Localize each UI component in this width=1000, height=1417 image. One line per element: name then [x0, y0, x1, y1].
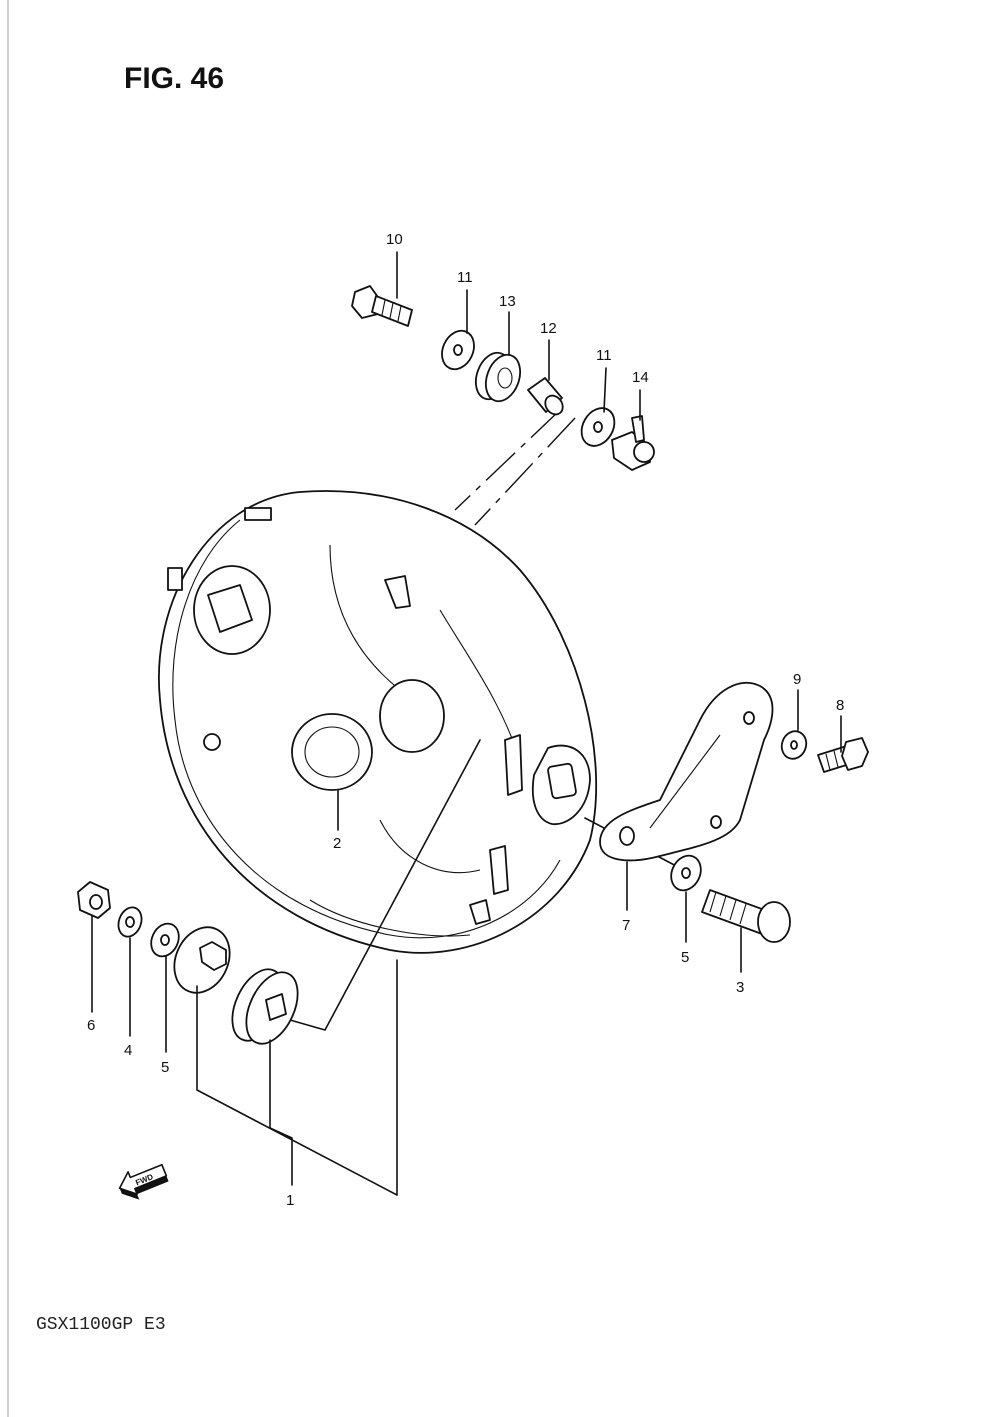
clip-nut-14	[611, 415, 655, 471]
headlight-housing	[158, 490, 598, 954]
callout-8: 8	[836, 697, 844, 714]
bolt-3	[701, 889, 791, 943]
nut-6	[77, 881, 111, 919]
lock-washer-4	[117, 906, 143, 938]
callout-1: 1	[286, 1192, 294, 1209]
washer-5-left	[150, 922, 180, 958]
washer-5-right	[670, 854, 702, 892]
figure-title: FIG. 46	[124, 62, 225, 95]
callout-6: 6	[87, 1017, 95, 1034]
grommet-13	[474, 351, 522, 403]
grommet-1	[231, 968, 299, 1045]
fwd-arrow-icon: FWD	[118, 1163, 169, 1200]
callout-3: 3	[736, 979, 744, 996]
washer-11-top	[441, 329, 475, 371]
bolt-10	[351, 285, 413, 327]
callout-14: 14	[632, 369, 649, 386]
adjuster-disc-1	[173, 926, 231, 994]
leader-lines	[91, 251, 842, 1196]
callout-5-right: 5	[681, 949, 689, 966]
assembly-line-top-a	[454, 409, 561, 511]
washer-11-right	[580, 407, 616, 447]
mounting-bracket-7	[599, 681, 774, 862]
assembly-line-lower	[289, 739, 481, 1031]
callout-9: 9	[793, 671, 801, 688]
callouts: 10 11 13 12 11 14 9 8 2 7 5 3 6 4 5 1	[87, 231, 844, 1209]
collar-12	[527, 377, 564, 416]
callout-5-left: 5	[161, 1059, 169, 1076]
callout-4: 4	[124, 1042, 132, 1059]
callout-12: 12	[540, 320, 557, 337]
callout-7: 7	[622, 917, 630, 934]
callout-13: 13	[499, 293, 516, 310]
callout-2: 2	[333, 835, 341, 852]
assembly-line-top-b	[474, 417, 576, 526]
model-code: GSX1100GP E3	[36, 1315, 166, 1335]
washer-9	[780, 730, 808, 760]
callout-10: 10	[386, 231, 403, 248]
callout-11-top: 11	[457, 269, 473, 286]
callout-11-right: 11	[596, 347, 612, 364]
bolt-8	[817, 737, 869, 773]
